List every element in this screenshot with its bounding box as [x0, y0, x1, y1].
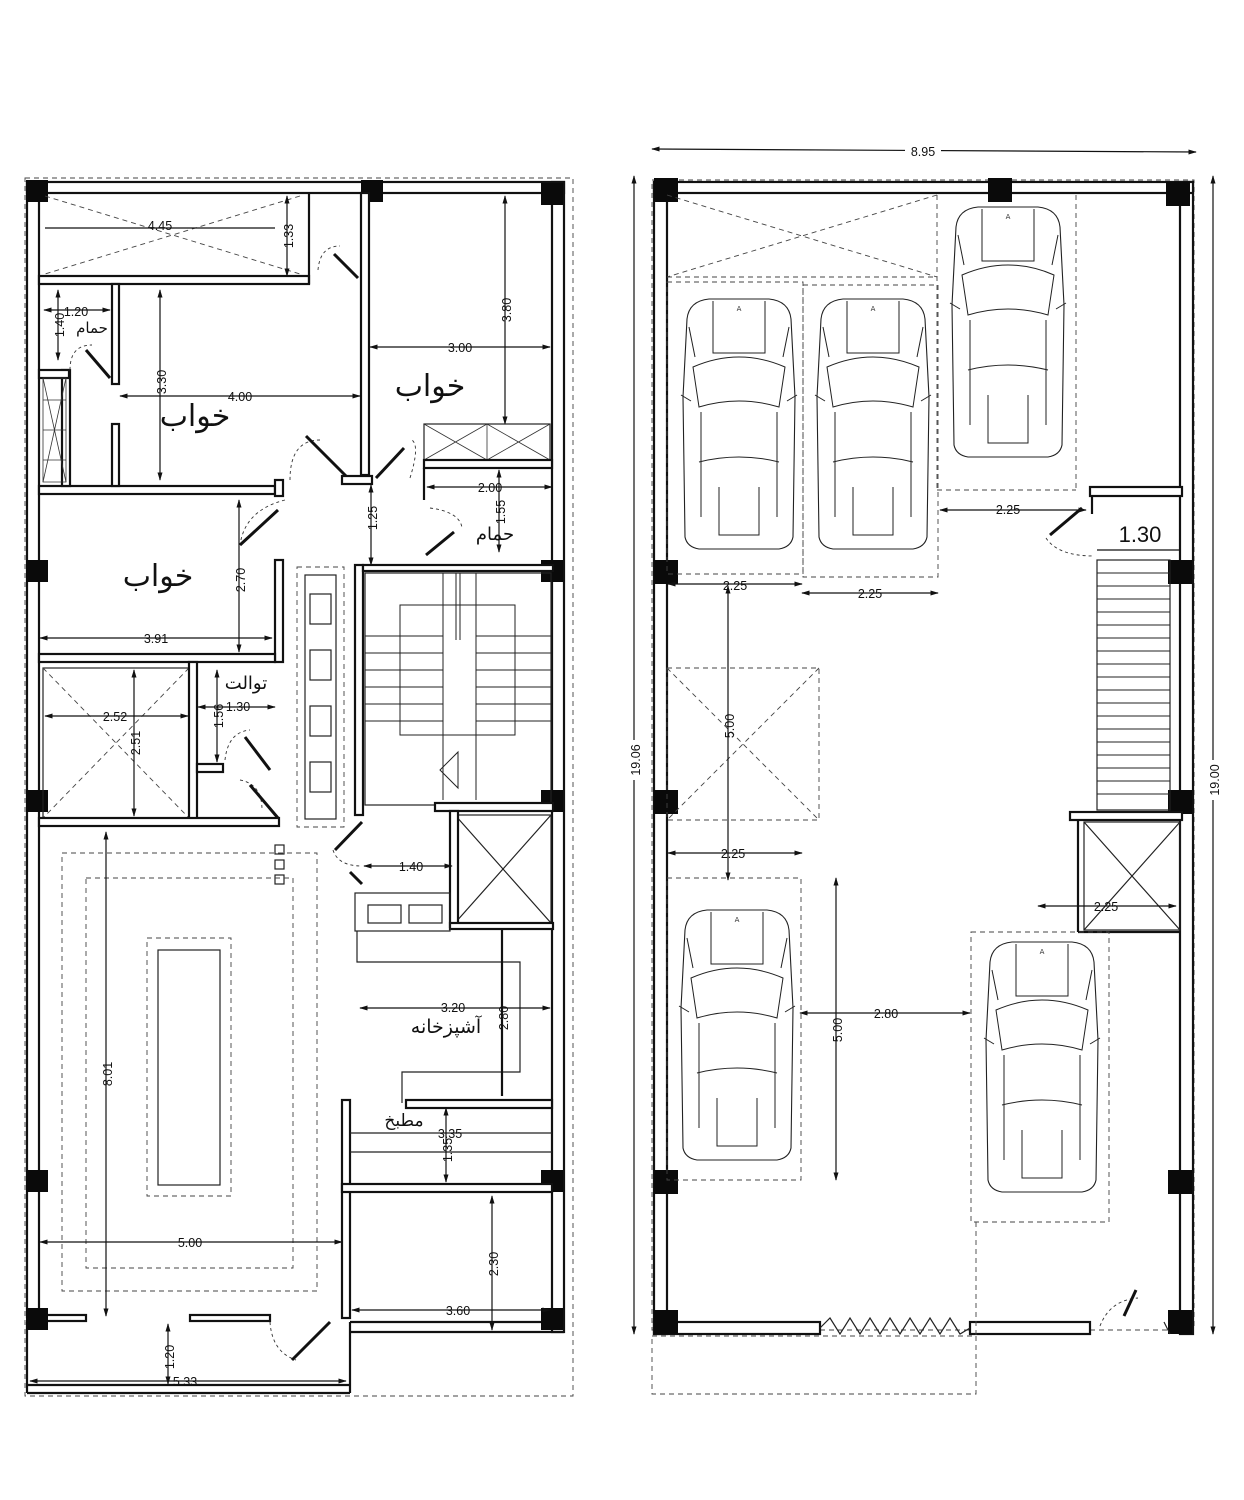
- dim-200: 2.00: [478, 481, 502, 495]
- dim-120: 1.20: [64, 305, 88, 319]
- dim-500: 5.00: [178, 1236, 202, 1250]
- dim-400: 4.00: [228, 390, 252, 404]
- dim-140b: 1.40: [399, 860, 423, 874]
- dim-140: 1.40: [53, 313, 67, 337]
- dim-391: 3.91: [144, 632, 168, 646]
- room-bedroom-top-left: خواب: [160, 399, 231, 434]
- dim-overall-height-right: 19.00: [1208, 764, 1222, 795]
- dim-overall-height-left: 19.06: [629, 744, 643, 775]
- left-exterior-wall-north: [25, 180, 566, 195]
- dim-252: 2.52: [103, 710, 127, 724]
- dim-225d: 2.25: [721, 847, 745, 861]
- dim-533: 5.33: [173, 1375, 197, 1389]
- room-kitchen: آشپزخانه: [411, 1014, 482, 1038]
- dim-360: 3.60: [446, 1304, 470, 1318]
- left-floor-plan: 4.45 1.33 1.20 1.40 حمام 3.30 4.00 خواب …: [24, 177, 574, 1397]
- dim-330: 3.30: [155, 370, 169, 394]
- dim-130-right: 1.30: [1119, 522, 1162, 547]
- dim-300: 3.00: [448, 341, 472, 355]
- dim-225b: 2.25: [723, 579, 747, 593]
- dim-280-right: 2.80: [874, 1007, 898, 1021]
- dim-270: 2.70: [234, 568, 248, 592]
- dim-230: 2.30: [487, 1252, 501, 1276]
- dim-130: 1.30: [226, 700, 250, 714]
- dim-120b: 1.20: [163, 1345, 177, 1369]
- dim-251: 2.51: [129, 731, 143, 755]
- room-bedroom-top-right: خواب: [395, 369, 466, 404]
- dim-156: 1.56: [212, 704, 226, 728]
- room-bedroom-mid: خواب: [123, 559, 194, 594]
- left-exterior-wall-west: [25, 180, 41, 1319]
- dim-overall-width: 8.95: [911, 145, 935, 159]
- left-outline-dashed: [24, 177, 574, 1397]
- car-2: [814, 298, 932, 550]
- right-parking-plan: 8.95 19.06 19.00: [626, 143, 1222, 1395]
- room-bath-small: حمام: [76, 319, 108, 337]
- dim-445: 4.45: [148, 219, 172, 233]
- dim-225a: 2.25: [996, 503, 1020, 517]
- room-cooking: مطبخ: [384, 1111, 423, 1131]
- left-exterior-wall-east: [550, 180, 566, 1334]
- dim-225c: 2.25: [858, 587, 882, 601]
- dim-155: 1.55: [494, 500, 508, 524]
- dim-133: 1.33: [282, 224, 296, 248]
- car-5: [983, 941, 1101, 1193]
- dim-225e: 2.25: [1094, 900, 1118, 914]
- car-4: [678, 909, 796, 1161]
- dim-320: 3.20: [441, 1001, 465, 1015]
- room-toilet: توالت: [225, 673, 267, 694]
- room-bath-right: حمام: [476, 524, 514, 545]
- dim-500b: 5.00: [831, 1018, 845, 1042]
- car-1: [680, 298, 798, 550]
- dim-380: 3.80: [500, 298, 514, 322]
- dim-801: 8.01: [101, 1062, 115, 1086]
- car-3: [949, 206, 1067, 458]
- dim-125: 1.25: [366, 506, 380, 530]
- dim-280: 2.80: [497, 1006, 511, 1030]
- dim-500a: 5.00: [723, 714, 737, 738]
- dim-135: 1.35: [441, 1138, 455, 1162]
